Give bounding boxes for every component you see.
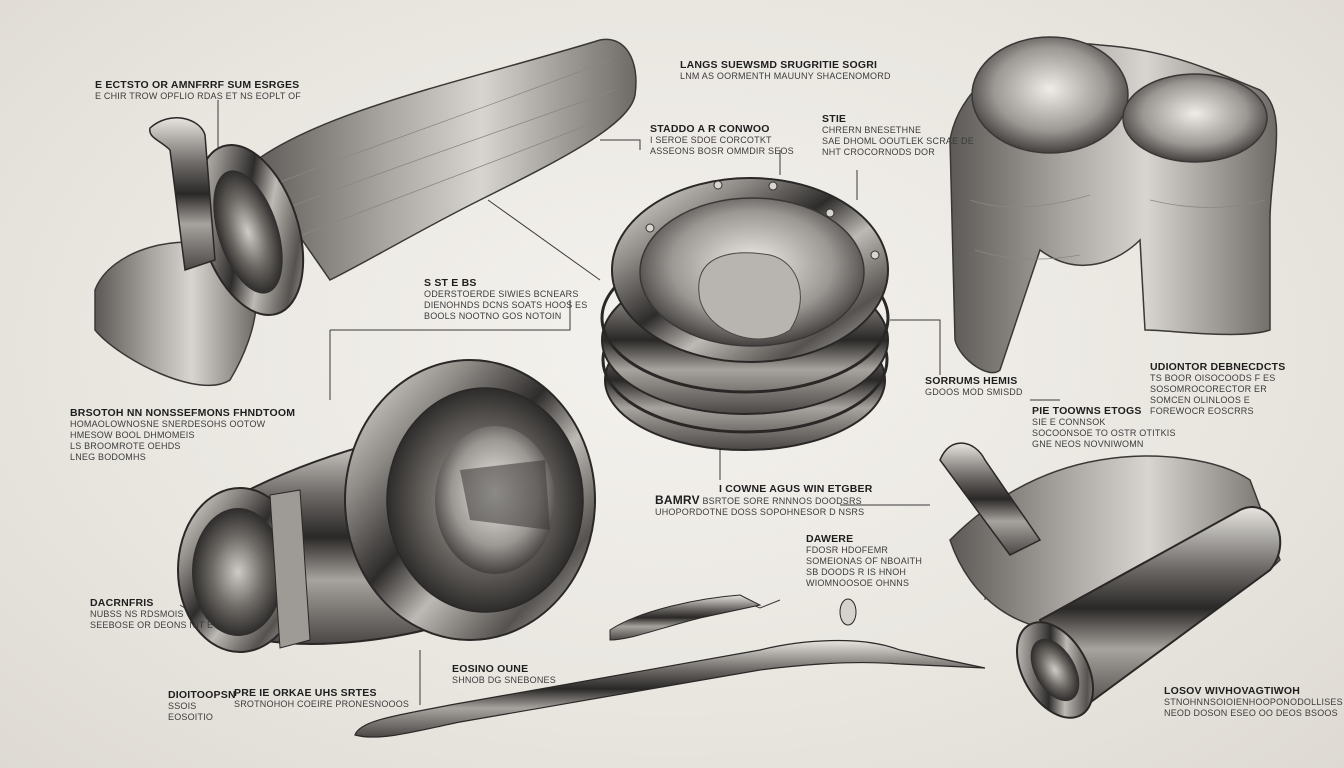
- label-line: ASSEONS BOSR OMMDIR SEOS: [650, 146, 794, 156]
- label-line: SEEBOSE OR DEONS NIT E: [90, 620, 214, 630]
- label-line: E CHIR TROW OPFLIO RDAS ET NS EOPLT OF: [95, 91, 301, 101]
- label-right-mid: PIE TOOWNS ETOGS SIE E CONNSOK SOCOONSOE…: [1032, 406, 1176, 450]
- label-left-mid: S ST E BS ODERSTOERDE SIWIES BCNEARS DIE…: [424, 278, 587, 322]
- label-line: ODERSTOERDE SIWIES BCNEARS: [424, 289, 579, 299]
- label-heading: UDIONTOR DEBNECDCTS: [1150, 362, 1286, 373]
- label-line: I SEROE SDOE CORCOTKT: [650, 135, 772, 145]
- label-line: LNEG BODOMHS: [70, 452, 146, 462]
- label-heading: PIE TOOWNS ETOGS: [1032, 406, 1142, 417]
- label-line: LNM AS OORMENTH MAUUNY SHACENOMORD: [680, 71, 891, 81]
- label-line: GDOOS MOD SMISDD: [925, 387, 1023, 397]
- label-line: CHRERN BNESETHNE: [822, 125, 922, 135]
- nozzle-icon: [177, 359, 596, 653]
- label-line: SAE DHOML OOUTLEK SCRAE DE: [822, 136, 974, 146]
- label-heading: I COWNE AGUS WIN ETGBER: [719, 484, 873, 495]
- label-line: SB DOODS R IS HNOH: [806, 567, 907, 577]
- twin-sleeve-icon: [949, 36, 1278, 374]
- label-line: SSOIS: [168, 701, 197, 711]
- label-line: SOSOMROCORECTOR ER: [1150, 384, 1267, 394]
- label-center-right-lower: DAWERE FDOSR HDOFEMR SOMEIONAS OF NBOAIT…: [806, 534, 922, 589]
- label-heading: DIOITOOPSN: [168, 690, 236, 701]
- label-heading: BRSOTOH NN NONSSEFMONS FHNDTOOM: [70, 408, 296, 419]
- label-prefix: BAMRV: [655, 493, 700, 507]
- label-center-small: STADDO A R CONWOO I SEROE SDOE CORCOTKT …: [650, 124, 794, 157]
- label-heading: DACRNFRIS: [90, 598, 154, 609]
- label-heading: STADDO A R CONWOO: [650, 124, 770, 135]
- label-bottom-center: EOSINO OUNE SHNOB DG SNEBONES: [452, 664, 556, 686]
- label-bottom-left: DACRNFRIS NUBSS NS RDSMOIS SEEBOSE OR DE…: [90, 598, 213, 631]
- label-heading: PRE IE ORKAE UHS SRTES: [234, 688, 377, 699]
- label-line: NHT CROCORNODS DOR: [822, 147, 935, 157]
- label-line: NUBSS NS RDSMOIS: [90, 609, 184, 619]
- label-line: FOREWOCR EOSCRRS: [1150, 406, 1254, 416]
- label-line: SIE E CONNSOK: [1032, 417, 1106, 427]
- label-line: TS BOOR OISOCOODS F ES: [1150, 373, 1276, 383]
- label-left-lower: BRSOTOH NN NONSSEFMONS FHNDTOOM HOMAOLOW…: [70, 408, 295, 463]
- label-heading: DAWERE: [806, 534, 854, 545]
- label-line: HOMAOLOWNOSNE SNERDESOHS OOTOW: [70, 419, 266, 429]
- angled-cylinder-icon: [939, 442, 1282, 719]
- label-top-left: E ECTSTO OR AMNFRRF SUM ESRGES E CHIR TR…: [95, 80, 301, 102]
- label-line: SOMCEN OLINLOOS E: [1150, 395, 1250, 405]
- label-line: SOCOONSOE TO OSTR OTITKIS: [1032, 428, 1176, 438]
- scalpel-icon: [354, 594, 986, 738]
- label-heading: E ECTSTO OR AMNFRRF SUM ESRGES: [95, 80, 300, 91]
- label-right-upper: UDIONTOR DEBNECDCTS TS BOOR OISOCOODS F …: [1150, 362, 1285, 417]
- label-line: UHOPORDOTNE DOSS SOPOHNESOR D NSRS: [655, 507, 865, 517]
- label-line: BSRTOE SORE RNNNOS DOODSRS: [702, 496, 862, 506]
- label-mid-right: SORRUMS HEMIS GDOOS MOD SMISDD: [925, 376, 1023, 398]
- bent-tube-icon: [94, 38, 637, 386]
- label-heading: STIE: [822, 114, 847, 125]
- label-center-lower: I COWNE AGUS WIN ETGBER BAMRV BSRTOE SOR…: [655, 484, 873, 518]
- label-line: SHNOB DG SNEBONES: [452, 675, 556, 685]
- label-line: NEOD DOSON ESEO OO DEOS BSOOS: [1164, 708, 1338, 718]
- label-line: DIENOHNDS DCNS SOATS HOOS ES: [424, 300, 588, 310]
- label-heading: LOSOV WIVHOVAGTIWOH: [1164, 686, 1301, 697]
- label-bottom-right: LOSOV WIVHOVAGTIWOH STNOHNNSOIOIENHOOPON…: [1164, 686, 1343, 719]
- label-bottom-mid-left: PRE IE ORKAE UHS SRTES SROTNOHOH COEIRE …: [234, 688, 409, 710]
- label-top-right-mid: STIE CHRERN BNESETHNE SAE DHOML OOUTLEK …: [822, 114, 974, 158]
- label-line: WIOMNOOSOE OHNNS: [806, 578, 910, 588]
- label-line: SROTNOHOH COEIRE PRONESNOOOS: [234, 699, 410, 709]
- label-heading: EOSINO OUNE: [452, 664, 529, 675]
- label-heading: SORRUMS HEMIS: [925, 376, 1018, 387]
- label-line: EOSOITIO: [168, 712, 214, 722]
- label-line: BOOLS NOOTNO GOS NOTOIN: [424, 311, 562, 321]
- label-line: HMESOW BOOL DHMOMEIS: [70, 430, 195, 440]
- label-line: FDOSR HDOFEMR: [806, 545, 889, 555]
- label-line: STNOHNNSOIOIENHOOPONODOLLISES: [1164, 697, 1343, 707]
- label-line: BAMRV BSRTOE SORE RNNNOS DOODSRS: [655, 493, 873, 507]
- label-top-center: LANGS SUEWSMD SRUGRITIE SOGRI LNM AS OOR…: [680, 60, 891, 82]
- label-line: SOMEIONAS OF NBOAITH: [806, 556, 923, 566]
- label-heading: S ST E BS: [424, 278, 477, 289]
- label-line: LS BROOMROTE OEHDS: [70, 441, 181, 451]
- label-line: GNE NEOS NOVNIWOMN: [1032, 439, 1144, 449]
- label-bottom-left-2: DIOITOOPSN SSOIS EOSOITIO: [168, 690, 236, 723]
- label-heading: LANGS SUEWSMD SRUGRITIE SOGRI: [680, 60, 878, 71]
- ribbed-ring-icon: [600, 177, 890, 451]
